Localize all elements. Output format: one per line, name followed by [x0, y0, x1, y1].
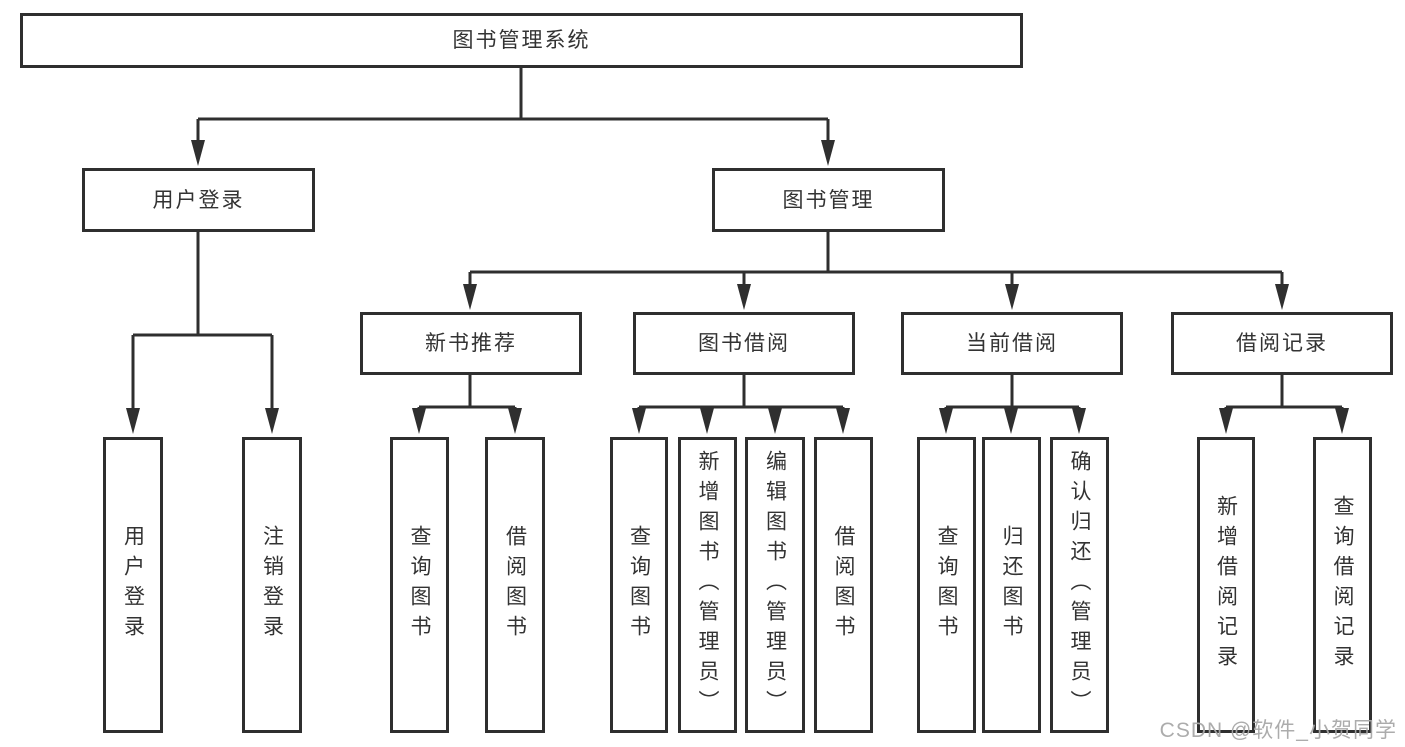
arrowhead [265, 408, 279, 434]
arrowhead [821, 140, 835, 166]
leaf-br-add-record: 新增借阅记录 [1197, 437, 1255, 733]
node-book-borrowing: 图书借阅 [633, 312, 855, 375]
arrowhead [939, 408, 953, 434]
connector-userlogin-to-leaves [131, 232, 274, 416]
arrowhead [412, 408, 426, 434]
csdn-watermark: CSDN @软件_小贺同学 [1159, 719, 1397, 742]
leaf-bb-add-books-admin: 新增图书（管理员） [678, 437, 737, 733]
connector-bookborrow-to-leaves [637, 375, 845, 416]
leaf-bb-edit-books-admin: 编辑图书（管理员） [745, 437, 805, 733]
arrowhead [191, 140, 205, 166]
leaf-rec-query-books: 查询图书 [390, 437, 449, 733]
node-borrowing-records: 借阅记录 [1171, 312, 1393, 375]
connector-newbookrec-to-leaves [417, 375, 517, 416]
node-current-borrowing: 当前借阅 [901, 312, 1123, 375]
arrowhead [508, 408, 522, 434]
arrowhead [463, 284, 477, 310]
node-user-login: 用户登录 [82, 168, 315, 232]
arrowhead [1275, 284, 1289, 310]
leaf-rec-borrow-books: 借阅图书 [485, 437, 545, 733]
arrowhead [700, 408, 714, 434]
arrowhead [1219, 408, 1233, 434]
arrowhead [1005, 284, 1019, 310]
arrowhead [1335, 408, 1349, 434]
arrowhead [1004, 408, 1018, 434]
arrowhead [632, 408, 646, 434]
leaf-br-query-record: 查询借阅记录 [1313, 437, 1372, 733]
leaf-cb-return-books: 归还图书 [982, 437, 1041, 733]
arrowhead [737, 284, 751, 310]
node-new-book-recommend: 新书推荐 [360, 312, 582, 375]
leaf-bb-query-books: 查询图书 [610, 437, 668, 733]
arrowhead [1072, 408, 1086, 434]
leaf-user-login: 用户登录 [103, 437, 163, 733]
leaf-cb-confirm-return-admin: 确认归还（管理员） [1050, 437, 1109, 733]
arrowhead [768, 408, 782, 434]
node-book-management: 图书管理 [712, 168, 945, 232]
connector-bookmgmt-to-level2 [468, 232, 1284, 292]
node-root-library-system: 图书管理系统 [20, 13, 1023, 68]
arrowhead [836, 408, 850, 434]
leaf-bb-borrow-books: 借阅图书 [814, 437, 873, 733]
leaf-logout: 注销登录 [242, 437, 302, 733]
connector-root-to-level1 [196, 68, 830, 148]
arrowhead [126, 408, 140, 434]
leaf-cb-query-books: 查询图书 [917, 437, 976, 733]
connector-borrowrecords-to-leaves [1224, 375, 1344, 416]
